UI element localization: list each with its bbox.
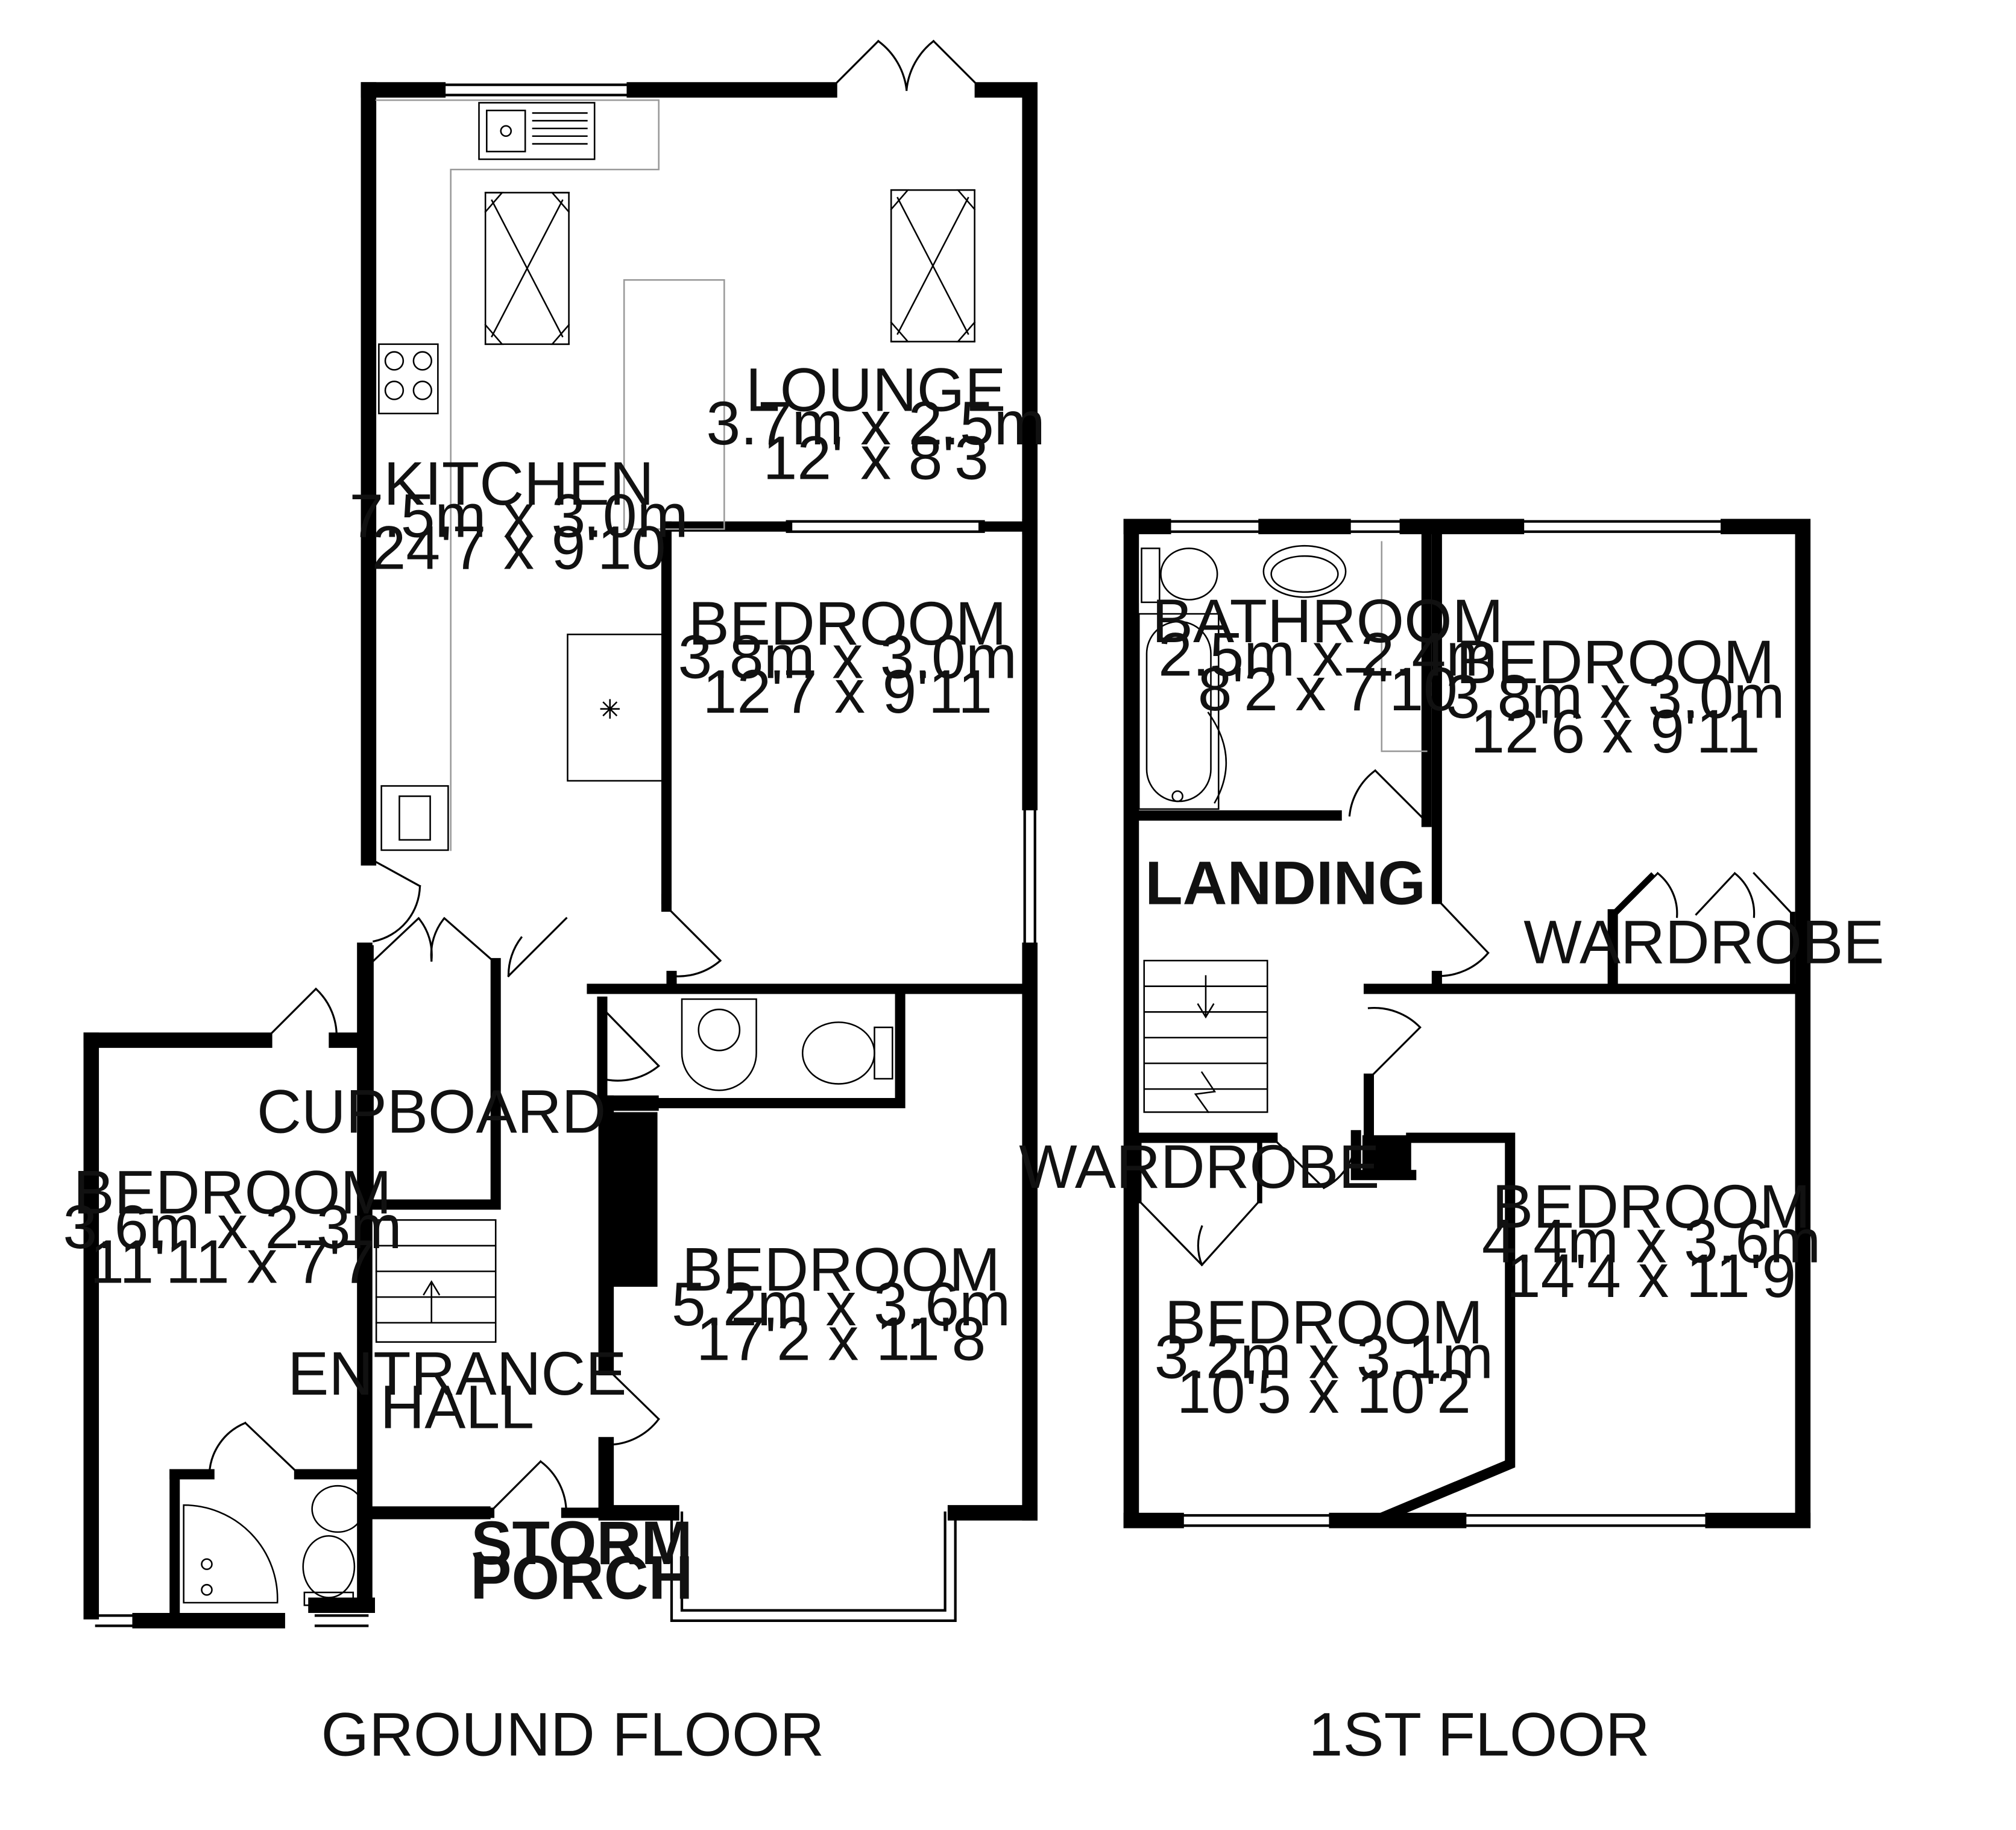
wardrobe-right-label: WARDROBE: [1523, 907, 1884, 976]
rear-bedroom-label: BEDROOM: [688, 588, 1007, 658]
lounge-label: LOUNGE: [746, 355, 1006, 424]
bathroom-imperial: 8'2 x 7'10: [1198, 654, 1458, 724]
lounge-imperial: 12' x 8'3: [763, 423, 988, 492]
entrance-hall-label-2: HALL: [380, 1372, 534, 1441]
bathroom-metric: 2.5m x 2.4m: [1158, 619, 1497, 689]
left-bedroom-label: BEDROOM: [74, 1158, 392, 1227]
storm-porch-label-1: STORM: [471, 1508, 692, 1577]
first-floor-plan: [1123, 519, 1811, 1529]
entrance-hall-label-1: ENTRANCE: [288, 1339, 626, 1408]
front-left-bedroom-label: BEDROOM: [1165, 1287, 1483, 1357]
kitchen-metric: 7.5m x 3.0m: [349, 481, 688, 550]
landing-label: LANDING: [1145, 848, 1426, 917]
ground-floor-title: GROUND FLOOR: [321, 1699, 825, 1768]
storm-porch-label-2: PORCH: [470, 1543, 693, 1612]
kitchen-imperial: 24'7 x 9'10: [372, 513, 666, 582]
front-bedroom-metric: 5.2m x 3.6m: [672, 1269, 1010, 1339]
first-floor-title: 1ST FLOOR: [1309, 1699, 1650, 1768]
front-left-bedroom-imperial: 10'5 x 10'2: [1177, 1357, 1471, 1426]
rear-bedroom-imperial: 12'7 x 9'11: [703, 657, 992, 726]
rear-bedroom-1f-label: BEDROOM: [1456, 627, 1774, 696]
left-bedroom-imperial: 11'11 x 7'7: [90, 1227, 375, 1296]
front-right-bedroom-label: BEDROOM: [1492, 1172, 1810, 1241]
bathroom-label: BATHROOM: [1152, 586, 1504, 655]
cupboard-label: CUPBOARD: [257, 1077, 606, 1146]
kitchen-label: KITCHEN: [383, 449, 654, 518]
ground-floor-plan: [83, 39, 1038, 1629]
rear-bedroom-1f-metric: 3.8m x 3.0m: [1446, 662, 1784, 731]
first-floor-labels: BATHROOM 2.5m x 2.4m 8'2 x 7'10 BEDROOM …: [1019, 586, 1884, 1769]
rear-bedroom-metric: 3.8m x 3.0m: [678, 622, 1017, 692]
front-bedroom-label: BEDROOM: [682, 1234, 1000, 1304]
wardrobe-left-label: WARDROBE: [1019, 1132, 1379, 1201]
front-right-bedroom-metric: 4.4m x 3.6m: [1482, 1207, 1821, 1276]
ground-floor-labels: KITCHEN 7.5m x 3.0m 24'7 x 9'10 LOUNGE 3…: [63, 355, 1045, 1769]
front-bedroom-imperial: 17'2 x 11'8: [696, 1304, 986, 1373]
rear-bedroom-1f-imperial: 12'6 x 9'11: [1470, 696, 1760, 766]
front-left-bedroom-metric: 3.2m x 3.1m: [1154, 1322, 1493, 1391]
left-bedroom-metric: 3.6m x 2.3m: [63, 1192, 402, 1261]
lounge-metric: 3.7m x 2.5m: [706, 388, 1045, 458]
front-right-bedroom-imperial: 14'4 x 11'9: [1507, 1241, 1796, 1310]
